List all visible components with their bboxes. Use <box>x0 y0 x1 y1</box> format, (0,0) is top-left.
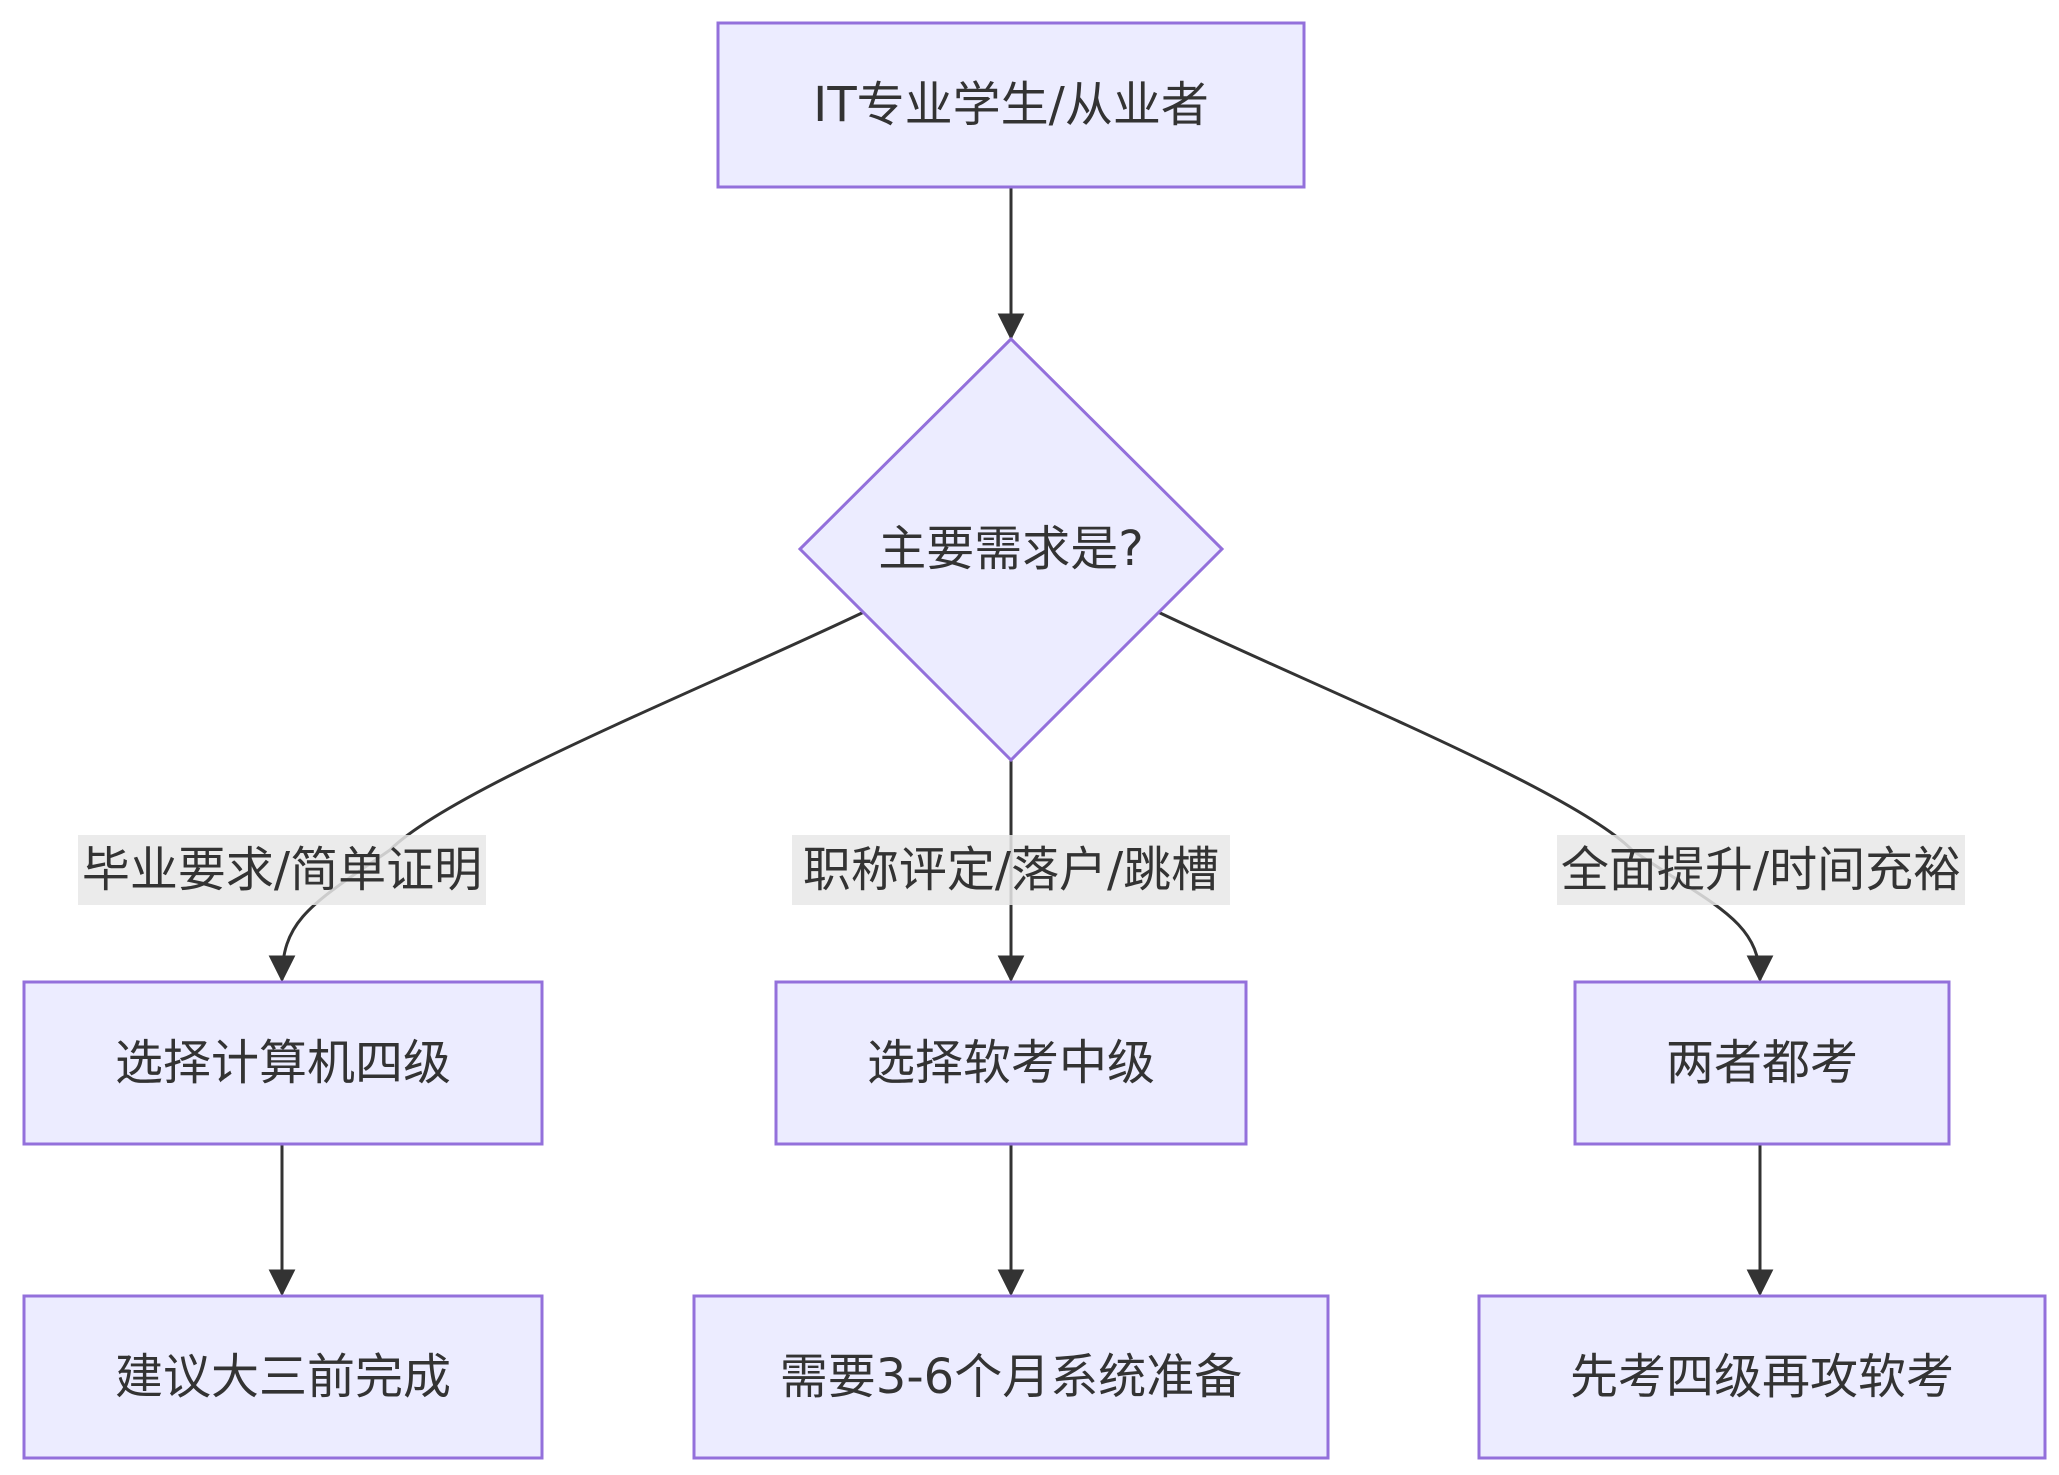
node-ruankao-advice-text: 需要3-6个月系统准备 <box>780 1349 1242 1405</box>
node-level4-advice-text: 建议大三前完成 <box>115 1349 451 1405</box>
node-both-advice-text: 先考四级再攻软考 <box>1570 1349 1954 1405</box>
node-ruankao-text: 选择软考中级 <box>867 1035 1155 1091</box>
edges <box>268 188 1774 1297</box>
edge-decision-to-both <box>1157 610 1774 983</box>
node-both: 两者都考 <box>1573 980 1951 1146</box>
edge-label-left-text: 毕业要求/简单证明 <box>82 842 482 898</box>
node-start-text: IT专业学生/从业者 <box>813 77 1209 133</box>
node-level4: 选择计算机四级 <box>22 980 544 1146</box>
edge-label-middle: 职称评定/落户/跳槽 <box>792 835 1230 905</box>
edge-label-left: 毕业要求/简单证明 <box>78 835 486 905</box>
node-both-text: 两者都考 <box>1666 1035 1858 1091</box>
node-level4-text: 选择计算机四级 <box>115 1035 451 1091</box>
node-both-advice: 先考四级再攻软考 <box>1477 1294 2047 1460</box>
node-start: IT专业学生/从业者 <box>716 21 1306 189</box>
node-decision-text: 主要需求是? <box>878 521 1143 577</box>
edge-label-right: 全面提升/时间充裕 <box>1557 835 1965 905</box>
node-decision: 主要需求是? <box>797 336 1225 763</box>
edge-decision-to-level4 <box>268 610 865 983</box>
edge-label-middle-text: 职称评定/落户/跳槽 <box>803 842 1219 898</box>
node-ruankao: 选择软考中级 <box>774 980 1248 1146</box>
node-ruankao-advice: 需要3-6个月系统准备 <box>692 1294 1330 1460</box>
edge-label-right-text: 全面提升/时间充裕 <box>1561 842 1961 898</box>
node-level4-advice: 建议大三前完成 <box>22 1294 544 1460</box>
